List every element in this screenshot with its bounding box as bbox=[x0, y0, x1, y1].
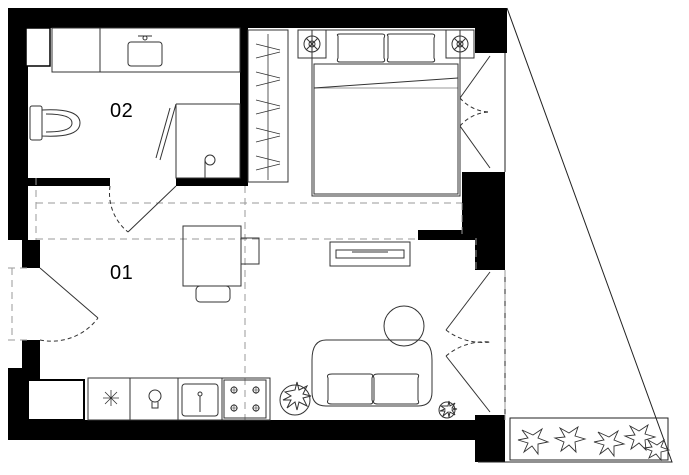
tv-console bbox=[329, 241, 411, 267]
top-wall bbox=[8, 8, 507, 28]
kitchen bbox=[87, 377, 271, 421]
ceiling-lines bbox=[8, 178, 506, 420]
room-label-living: 01 bbox=[110, 262, 134, 284]
room-label-bathroom: 02 bbox=[110, 100, 134, 122]
desk bbox=[182, 225, 242, 287]
balcony bbox=[478, 7, 673, 463]
shaft bbox=[20, 28, 28, 72]
desk-chair bbox=[195, 285, 231, 303]
living-fixtures bbox=[87, 225, 458, 421]
walls bbox=[8, 8, 507, 462]
wardrobe bbox=[247, 29, 289, 183]
vanity-counter bbox=[51, 27, 241, 73]
plant bbox=[279, 381, 312, 416]
pillow-left bbox=[336, 33, 386, 63]
bath-wall-right bbox=[176, 178, 246, 186]
doors bbox=[39, 55, 491, 413]
bathroom-fixtures bbox=[29, 27, 241, 233]
bedroom-fixtures bbox=[247, 29, 475, 197]
bed bbox=[311, 29, 461, 197]
sink bbox=[127, 41, 163, 67]
right-wall-pier bbox=[462, 172, 505, 270]
left-wall-upper bbox=[8, 8, 40, 268]
toilet bbox=[29, 105, 81, 141]
pillow-right bbox=[386, 33, 436, 63]
bottom-wall bbox=[8, 420, 478, 440]
corner-fixture bbox=[27, 379, 85, 421]
shower bbox=[155, 103, 241, 179]
small-plant bbox=[438, 400, 458, 419]
round-table bbox=[383, 305, 425, 347]
planter bbox=[517, 423, 671, 462]
right-wall-top bbox=[475, 8, 507, 53]
bath-wall-left bbox=[28, 178, 110, 186]
bedroom-stub bbox=[418, 230, 476, 240]
sofa bbox=[311, 339, 433, 407]
left-wall-lower bbox=[8, 340, 40, 420]
shaft-void bbox=[25, 27, 51, 67]
bath-partition bbox=[240, 28, 248, 186]
bottom-right-block bbox=[475, 415, 505, 462]
